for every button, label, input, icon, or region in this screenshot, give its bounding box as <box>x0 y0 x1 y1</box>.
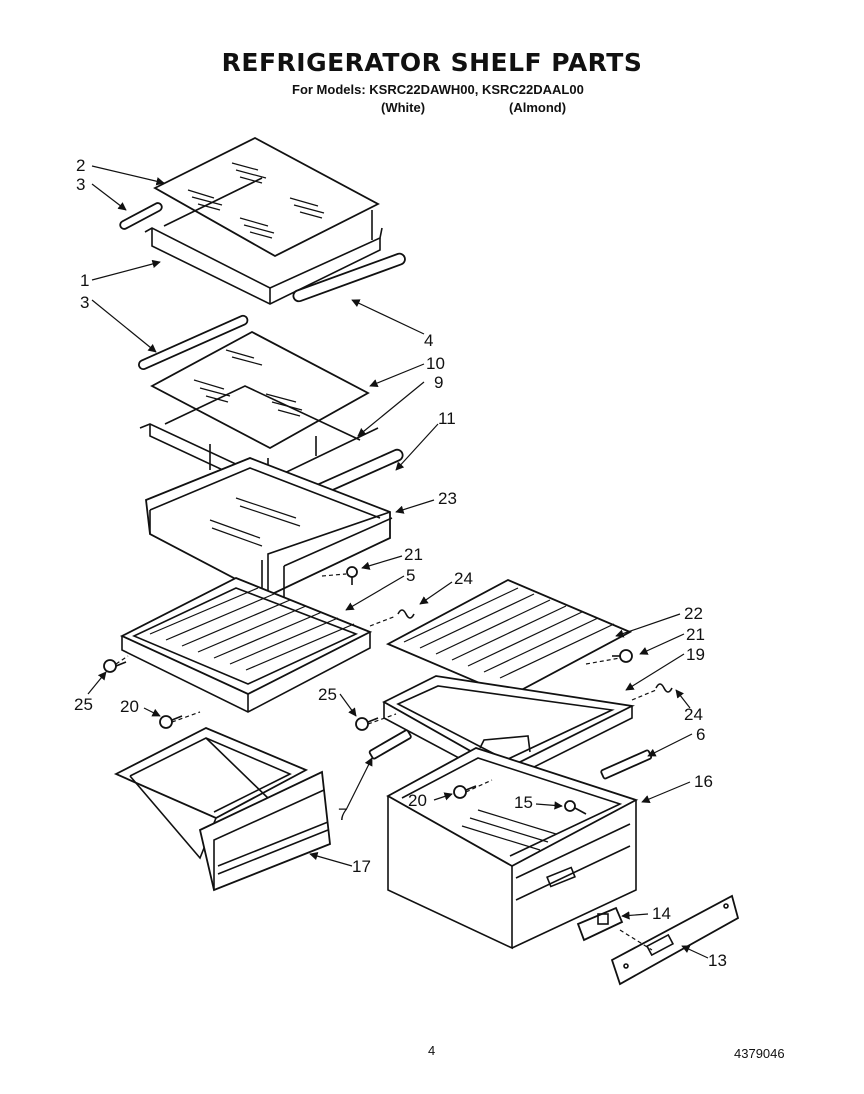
callout-19: 19 <box>686 645 705 664</box>
leader-lines <box>87 165 709 959</box>
drawer-slide-left <box>368 729 412 760</box>
callout-7: 7 <box>338 805 347 824</box>
callout-24-right: 24 <box>684 705 703 724</box>
callout-23: 23 <box>438 489 457 508</box>
document-number: 4379046 <box>734 1046 785 1061</box>
clip-14 <box>576 906 624 942</box>
bracket-21b <box>612 649 633 663</box>
left-crisper-drawer <box>113 727 331 892</box>
callout-24-left: 24 <box>454 569 473 588</box>
callout-25-left: 25 <box>74 695 93 714</box>
color-almond-label: (Almond) <box>509 100 567 115</box>
roller-20a <box>159 715 183 729</box>
callout-11: 11 <box>438 409 456 428</box>
top-shelf-trim-front <box>292 252 406 303</box>
callout-21-right: 21 <box>686 625 705 644</box>
callout-4: 4 <box>424 331 433 350</box>
right-crisper-drawer <box>386 735 639 950</box>
callout-3-top: 3 <box>76 175 85 194</box>
callout-20-right: 20 <box>408 791 427 810</box>
callout-6: 6 <box>696 725 705 744</box>
callout-22: 22 <box>684 604 703 623</box>
page-title: REFRIGERATOR SHELF PARTS <box>221 48 643 77</box>
callout-25-right: 25 <box>318 685 337 704</box>
callout-9: 9 <box>434 373 443 392</box>
callout-21-left: 21 <box>404 545 423 564</box>
roller-25b <box>355 717 379 731</box>
callout-14: 14 <box>652 904 671 923</box>
meat-pan <box>145 457 393 605</box>
callout-20-left: 20 <box>120 697 139 716</box>
callout-16: 16 <box>694 772 713 791</box>
bracket-21a <box>346 566 358 585</box>
color-white-label: (White) <box>381 100 426 115</box>
top-shelf-trim-left <box>119 202 163 230</box>
right-shelf <box>385 579 633 697</box>
spring-24b <box>655 683 673 693</box>
left-shelf <box>119 577 373 713</box>
page-number: 4 <box>428 1043 436 1058</box>
nameplate-13 <box>610 894 740 986</box>
callout-13: 13 <box>708 951 727 970</box>
callout-17: 17 <box>352 857 371 876</box>
callout-10: 10 <box>426 354 445 373</box>
crisper-cover-trim <box>138 314 249 371</box>
model-numbers: For Models: KSRC22DAWH00, KSRC22DAAL00 <box>292 82 584 97</box>
spring-24a <box>397 609 415 619</box>
top-shelf-frame <box>144 177 383 305</box>
callout-5: 5 <box>406 566 415 585</box>
callout-15: 15 <box>514 793 533 812</box>
screw-15 <box>564 800 587 815</box>
drawer-slide-right <box>600 749 653 780</box>
roller-25a <box>103 659 127 673</box>
callout-1: 1 <box>80 271 89 290</box>
top-shelf-glass <box>153 136 380 258</box>
callout-2: 2 <box>76 156 85 175</box>
callout-3-middle: 3 <box>80 293 89 312</box>
right-cover-frame <box>382 675 635 783</box>
